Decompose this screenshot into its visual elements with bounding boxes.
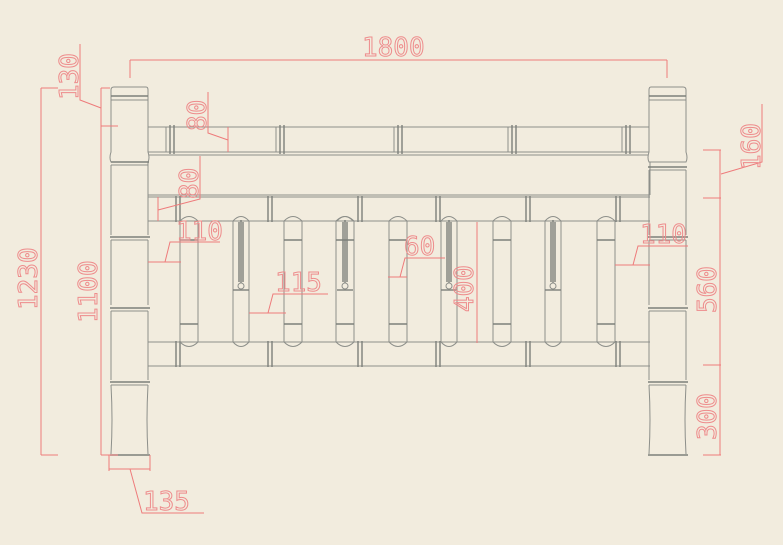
- dim-text-60: 60: [404, 232, 435, 262]
- dim-text-110-left: 110: [176, 217, 223, 247]
- dim-text-160: 160: [737, 123, 767, 170]
- dim-right-stack: 160 560 300: [693, 104, 768, 456]
- dim-baluster-offset: 110: [148, 217, 223, 263]
- middle-board: [147, 152, 651, 196]
- dim-right-post-offset: 110: [615, 220, 688, 266]
- balusters: [179, 216, 616, 347]
- dim-text-110-right: 110: [640, 220, 687, 250]
- dim-text-1100: 1100: [74, 260, 104, 323]
- dim-top-rail-height: 80: [183, 92, 229, 152]
- dim-text-400: 400: [450, 265, 480, 312]
- dim-baluster-spacing: 115: [249, 268, 328, 314]
- dim-text-115: 115: [275, 268, 322, 298]
- railing-geometry: [109, 86, 688, 456]
- dim-text-80-mid: 80: [175, 168, 205, 199]
- dim-text-560: 560: [693, 266, 723, 313]
- dim-overall-height: 1230: [14, 87, 58, 456]
- dim-post-width: 135: [108, 455, 204, 518]
- top-rail: [148, 125, 650, 154]
- dim-post-top-offset: 130: [55, 44, 110, 109]
- upper-baluster-rail: [148, 196, 650, 222]
- dimensions: 1800 1230 1100 130 80 80 1: [14, 33, 768, 518]
- dim-middle-gap: 80: [157, 156, 206, 221]
- dim-text-135: 135: [143, 487, 190, 517]
- dim-text-80-top: 80: [183, 100, 213, 131]
- dim-baluster-width: 60: [388, 232, 445, 278]
- dim-text-1800: 1800: [362, 33, 425, 63]
- dim-text-1230: 1230: [14, 247, 44, 310]
- dim-overall-width: 1800: [129, 33, 668, 78]
- right-post: [647, 86, 688, 456]
- lower-baluster-rail: [148, 341, 650, 367]
- dim-frame-height: 1100: [74, 88, 118, 456]
- dim-panel-height: 400: [450, 222, 481, 343]
- left-post: [109, 86, 150, 456]
- dim-text-300: 300: [693, 393, 723, 440]
- dim-text-130: 130: [55, 53, 85, 100]
